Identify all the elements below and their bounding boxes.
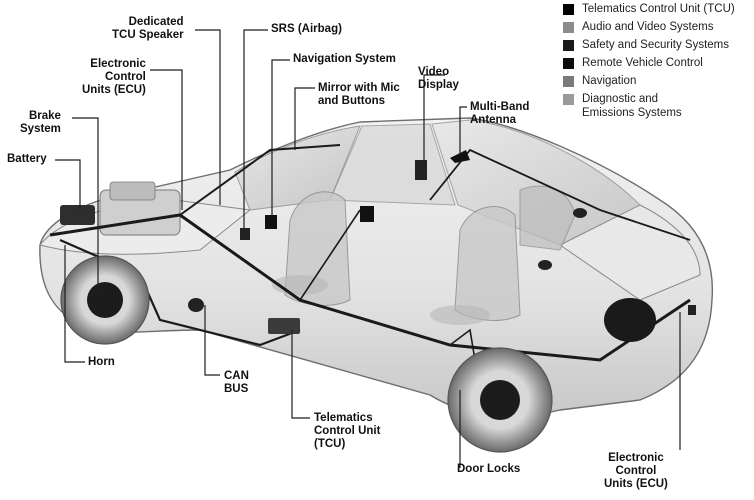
srs-module (265, 215, 277, 229)
video-display-module (415, 160, 427, 180)
label-tcu: Telematics Control Unit (TCU) (314, 412, 380, 451)
label-horn: Horn (88, 356, 115, 369)
legend-label: Remote Vehicle Control (582, 57, 703, 69)
speaker-module (240, 228, 250, 240)
legend-label: Navigation (582, 75, 636, 87)
rear-light (604, 298, 656, 342)
legend-label: Safety and Security Systems (582, 39, 729, 51)
battery-block (60, 205, 95, 225)
label-navigation-system: Navigation System (293, 53, 396, 66)
label-video-display: Video Display (418, 66, 459, 92)
legend-swatch (563, 76, 574, 87)
legend-label: Audio and Video Systems (582, 21, 713, 33)
front-wheel (61, 256, 149, 344)
legend-swatch (563, 4, 574, 15)
legend-item: Safety and Security Systems (560, 38, 754, 52)
label-ecu-front: Electronic Control Units (ECU) (82, 58, 146, 97)
legend-swatch (563, 22, 574, 33)
label-door-locks: Door Locks (457, 463, 520, 476)
legend-item: Audio and Video Systems (560, 20, 754, 34)
label-srs-airbag: SRS (Airbag) (271, 23, 342, 36)
legend-item: Diagnostic and Emissions Systems (560, 92, 754, 120)
label-mirror-with-mic: Mirror with Mic and Buttons (318, 82, 400, 108)
label-can-bus: CAN BUS (224, 370, 249, 396)
label-ecu-rear: Electronic Control Units (ECU) (604, 452, 668, 491)
label-dedicated-tcu-speaker: Dedicated TCU Speaker (112, 16, 184, 42)
label-multi-band-antenna: Multi-Band Antenna (470, 101, 529, 127)
nav-module (360, 206, 374, 222)
tcu-module (268, 318, 300, 334)
legend-label: Telematics Control Unit (TCU) (582, 3, 735, 15)
legend-label: Diagnostic and Emissions Systems (582, 93, 682, 119)
rear-wheel (448, 348, 552, 452)
legend-swatch (563, 58, 574, 69)
legend-item: Telematics Control Unit (TCU) (560, 2, 754, 16)
legend-item: Navigation (560, 74, 754, 88)
legend: Telematics Control Unit (TCU) Audio and V… (560, 2, 754, 124)
legend-item: Remote Vehicle Control (560, 56, 754, 70)
legend-swatch (563, 40, 574, 51)
label-battery: Battery (7, 153, 47, 166)
legend-swatch (563, 94, 574, 105)
rear-seat (455, 207, 520, 321)
label-brake-system: Brake System (20, 110, 61, 136)
